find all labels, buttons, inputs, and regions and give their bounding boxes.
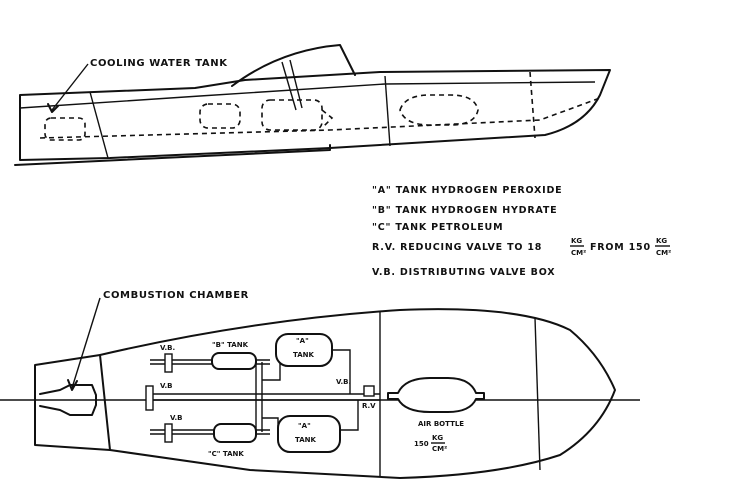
legend-b: "B" TANK HYDROGEN HYDRATE — [372, 205, 557, 216]
valve-box-mid — [145, 385, 154, 411]
vb-mid-label: V.B — [160, 382, 173, 390]
reducing-valve — [363, 385, 375, 397]
legend-rv-unit2-bottom: CM² — [656, 249, 671, 257]
combustion-nozzle — [39, 384, 97, 416]
top-view: COMBUSTION CHAMBER V.B. V.B V.B "B" TANK… — [0, 290, 640, 479]
c-tank-label: "C" TANK — [208, 450, 244, 458]
legend-rv-unit2-top: KG — [656, 237, 667, 245]
top-bulkhead-bow — [534, 317, 541, 471]
combustion-chamber-label: COMBUSTION CHAMBER — [103, 290, 249, 301]
side-frame-dashed — [529, 71, 536, 139]
air-bottle-pressure: 150 — [414, 440, 429, 448]
side-bulkhead-left — [89, 91, 109, 159]
valve-box-bottom — [164, 423, 173, 443]
side-view: COOLING WATER TANK — [14, 44, 611, 166]
a-tank-top-word: TANK — [293, 351, 315, 359]
cooling-water-tank-label: COOLING WATER TANK — [90, 58, 228, 69]
side-canopy-strut — [281, 61, 297, 111]
legend: "A" TANK HYDROGEN PEROXIDE "B" TANK HYDR… — [372, 185, 671, 278]
a-tank-top — [275, 333, 333, 367]
air-bottle-label: AIR BOTTLE — [418, 420, 464, 428]
side-hull-outline — [19, 69, 611, 161]
legend-vb: V.B. DISTRIBUTING VALVE BOX — [372, 267, 555, 278]
b-tank-label: "B" TANK — [212, 341, 249, 349]
legend-a: "A" TANK HYDROGEN PEROXIDE — [372, 185, 562, 196]
a-tank-top-label: "A" — [296, 337, 309, 345]
side-tank-cockpit — [261, 99, 323, 131]
side-cooling-tank — [44, 117, 86, 141]
combustion-leader-arrow — [67, 379, 78, 391]
top-combustion-bulkhead — [99, 354, 111, 451]
a-tank-bottom-word: TANK — [295, 436, 317, 444]
combustion-chamber-leader — [71, 297, 101, 389]
rv-label: R.V — [362, 402, 376, 410]
vb-top-label: V.B. — [160, 344, 175, 352]
valve-box-top — [164, 353, 173, 373]
legend-c: "C" TANK PETROLEUM — [372, 222, 503, 233]
air-bottle — [387, 377, 485, 413]
vb-right-label: V.B. — [336, 378, 351, 386]
side-bulkhead-right — [384, 75, 391, 147]
b-tank — [211, 352, 257, 370]
vb-bottom-label: V.B — [170, 414, 183, 422]
top-hull-outline — [34, 308, 616, 479]
legend-rv-unit-top: KG — [571, 237, 582, 245]
c-tank — [213, 423, 257, 443]
side-keel-dashed — [39, 97, 601, 139]
legend-rv: R.V. REDUCING VALVE TO 18 — [372, 242, 542, 253]
a-tank-bottom-label: "A" — [298, 422, 311, 430]
legend-rv-from: FROM 150 — [590, 242, 651, 253]
air-bottle-unit-bottom: CM² — [432, 445, 447, 453]
air-bottle-unit-top: KG — [432, 434, 443, 442]
side-deck-line — [19, 81, 596, 109]
cooling-tank-leader — [51, 63, 89, 111]
a-tank-bottom — [277, 415, 341, 453]
side-tank-cockpit-seat — [321, 109, 334, 129]
side-waterline — [14, 144, 331, 166]
side-canopy — [231, 44, 356, 87]
pipe-riser — [255, 362, 263, 432]
cooling-tank-leader-arrow — [47, 103, 59, 113]
side-air-bottle — [399, 94, 479, 126]
legend-rv-unit-bottom: CM² — [571, 249, 586, 257]
side-tank-mid — [199, 103, 241, 129]
pipe-mid-run — [150, 393, 380, 401]
